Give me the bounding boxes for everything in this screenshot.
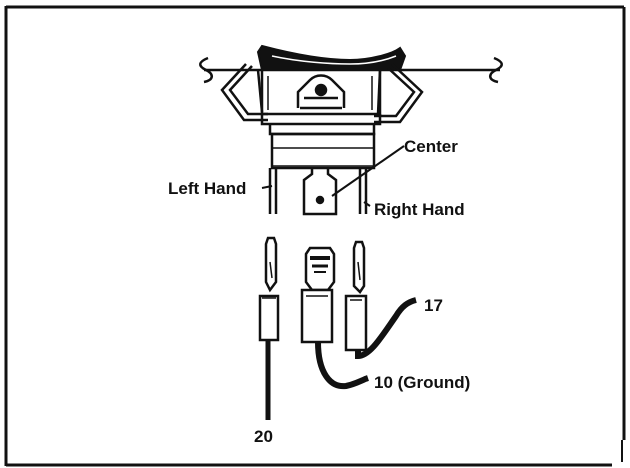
diagram-border: [4, 5, 626, 467]
label-center: Center: [404, 137, 458, 156]
rocker-switch: [199, 44, 503, 216]
label-right-hand: Right Hand: [374, 200, 465, 219]
rocker-actuator: [256, 44, 407, 71]
label-leaders: [261, 145, 405, 207]
connector-left: [258, 236, 280, 420]
label-wire-10-ground: 10 (Ground): [374, 373, 470, 392]
pivot-hub: [296, 74, 346, 110]
switch-housing-top: [260, 70, 382, 116]
label-wire-20: 20: [254, 427, 273, 446]
label-left-hand: Left Hand: [168, 179, 246, 198]
connectors: [258, 236, 417, 420]
terminal-left: [268, 168, 278, 214]
connector-center: [300, 246, 370, 390]
connector-right: [344, 240, 417, 360]
terminal-center: [302, 168, 338, 216]
switch-housing-bottom: [260, 114, 382, 170]
label-wire-17: 17: [424, 296, 443, 315]
